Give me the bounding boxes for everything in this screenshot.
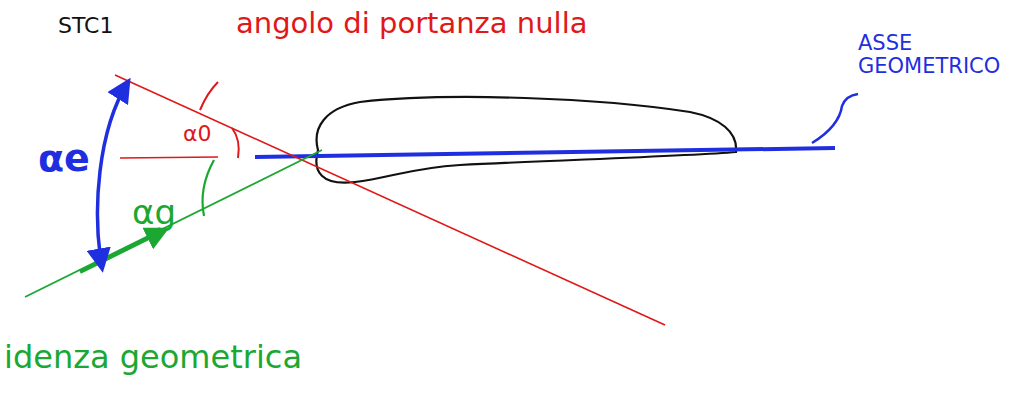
reference-line <box>120 157 218 158</box>
axis-label: ASSE GEOMETRICO <box>858 32 1008 78</box>
sheet-code: STC1 <box>58 14 113 38</box>
incidence-note: idenza geometrica <box>4 340 302 375</box>
axis-leader <box>812 94 858 143</box>
geometric-axis <box>255 148 835 157</box>
alpha0-arc <box>232 128 239 158</box>
flow-arrow <box>80 230 165 272</box>
angle-note: angolo di portanza nulla <box>236 8 587 40</box>
alphae-arc <box>98 82 128 268</box>
zero-lift-line <box>115 75 665 325</box>
angle-symbol: αg <box>132 194 176 231</box>
angle-symbol: αe <box>38 138 90 180</box>
label-leader <box>200 82 218 110</box>
angle-symbol: α0 <box>183 122 212 146</box>
airfoil-outline <box>316 97 736 183</box>
alphag-arc <box>202 160 214 216</box>
